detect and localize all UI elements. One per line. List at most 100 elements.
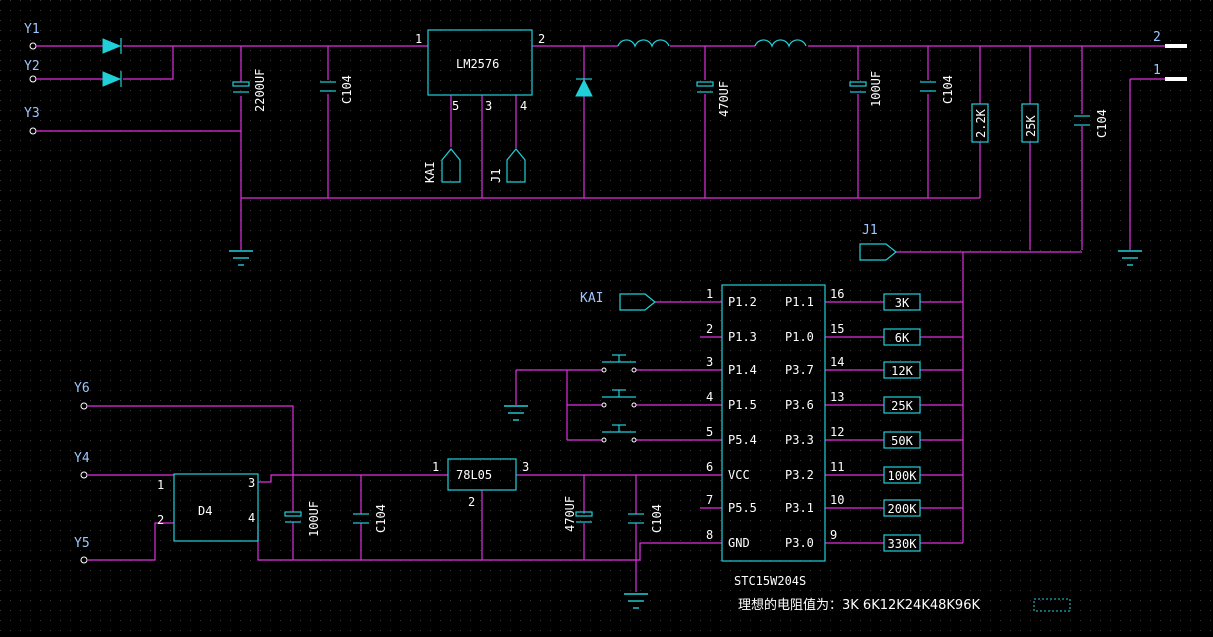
inductor-2 [754,39,807,48]
mcu-pin-number-8: 8 [706,528,713,542]
lm2576-pin-1: 1 [415,32,422,46]
push-button-3[interactable] [601,424,637,443]
cap-2200uf: 2200UF [232,69,267,112]
resistor-6k [883,328,921,346]
mcu-pin-number-6: 6 [706,460,713,474]
mcu-pin-number-10: 10 [830,493,844,507]
input-terminals-bottom: Y6 Y4 Y5 [74,381,90,564]
ldo-pin-3: 3 [522,460,529,474]
svg-text:2: 2 [157,513,164,527]
push-button-1[interactable] [601,354,637,373]
input-terminals-top: Y1 Y2 Y3 [24,22,40,135]
lm2576-pin-4: 4 [520,99,527,113]
mcu-pin-name-8: GND [728,536,750,550]
resistor-label-25k: 25K [891,399,913,413]
mcu-pin-name-14: P3.7 [785,363,814,377]
output-label-1: 1 [1153,63,1161,78]
mcu-pin-number-7: 7 [706,493,713,507]
cap-c104-a: C104 [320,75,354,104]
inductor-1 [617,39,670,48]
ground-symbol-top-left [229,250,253,266]
cap-c104-c-label: C104 [1095,109,1109,138]
ground-symbol-bottom [624,593,648,609]
note-cursor-box [1033,598,1071,612]
mcu-pin-name-10: P3.1 [785,501,814,515]
port-kai-top: KAI [423,148,461,183]
mcu-pin-number-12: 12 [830,425,844,439]
cap-c104-b-label: C104 [941,75,955,104]
cap-c104-e: C104 [628,504,664,533]
ldo-78l05: 78L05 1 2 3 [432,458,529,509]
cap-c104-b: C104 [920,75,955,104]
svg-text:3: 3 [248,476,255,490]
lm2576-pin-5: 5 [452,99,459,113]
resistor-label-6k: 6K [895,331,910,345]
mcu-pin-name-15: P1.0 [785,330,814,344]
output-terminals: 2 1 [1153,30,1187,81]
mcu-pin-name-4: P1.5 [728,398,757,412]
mcu-pin-name-11: P3.2 [785,468,814,482]
mcu-pin-name-12: P3.3 [785,433,814,447]
cap-470uf-bottom: 470UF [563,496,593,532]
lm2576-pin-2: 2 [538,32,545,46]
bottom-wires [87,301,963,592]
resistor-note: 理想的电阻值为：3K 6K12K24K48K96K [738,597,980,613]
svg-text:1: 1 [157,478,164,492]
top-wires [36,45,1165,543]
mcu-pin-name-5: P5.4 [728,433,757,447]
mcu-pin-name-16: P1.1 [785,295,814,309]
cap-c104-c: C104 [1074,109,1109,138]
diode-y2 [102,71,122,87]
resistor-12k [883,361,921,379]
cap-470uf-bottom-label: 470UF [563,496,577,532]
lm2576: LM2576 1 2 5 3 4 [415,29,545,113]
cap-470uf-top-label: 470UF [717,81,731,117]
resistor-330k [883,534,921,552]
resistor-label-50k: 50K [891,434,913,448]
output-label-2: 2 [1153,30,1161,45]
mcu-name: STC15W204S [734,574,806,588]
d4-label: D4 [198,504,212,518]
resistor-50k [883,431,921,449]
label-y3: Y3 [24,106,40,121]
resistor-25k [883,396,921,414]
lm2576-pin-3: 3 [485,99,492,113]
cap-100uf-top: 100UF [849,71,883,107]
ldo-pin-1: 1 [432,460,439,474]
resistor-label-3k: 3K [895,296,910,310]
lm2576-name: LM2576 [456,57,499,71]
mcu-pin-number-3: 3 [706,355,713,369]
diode-y1 [102,38,122,54]
resistor-25k-top-label: 25K [1024,115,1038,137]
resistor-3k [883,293,921,311]
mcu-pin-name-2: P1.3 [728,330,757,344]
port-j1-top-label: J1 [489,169,503,183]
resistor-25k-top: 25K [1021,103,1039,143]
cap-100uf-bottom: 100UF [284,501,321,537]
ground-symbol-switches [504,405,528,421]
push-button-2[interactable] [601,389,637,408]
mcu-pin-name-9: P3.0 [785,536,814,550]
cap-100uf-bottom-label: 100UF [307,501,321,537]
cap-2200uf-label: 2200UF [253,69,267,112]
port-kai-bottom: KAI [580,291,656,311]
mcu-pin-number-1: 1 [706,287,713,301]
port-kai-top-label: KAI [423,161,437,183]
mcu-pin-number-2: 2 [706,322,713,336]
resistor-label-200k: 200K [888,502,918,516]
label-y1: Y1 [24,22,40,37]
flyback-diode [575,78,593,97]
mcu-pin-number-5: 5 [706,425,713,439]
resistor-label-330k: 330K [888,537,918,551]
mcu-pin-name-1: P1.2 [728,295,757,309]
cap-470uf-top: 470UF [696,81,731,117]
label-y6: Y6 [74,381,90,396]
cap-c104-a-label: C104 [340,75,354,104]
resistor-2-2k-label: 2.2K [974,108,988,138]
label-y5: Y5 [74,536,90,551]
mcu-pin-number-14: 14 [830,355,844,369]
ldo-pin-2: 2 [468,495,475,509]
svg-text:4: 4 [248,511,255,525]
mcu-pin-number-16: 16 [830,287,844,301]
